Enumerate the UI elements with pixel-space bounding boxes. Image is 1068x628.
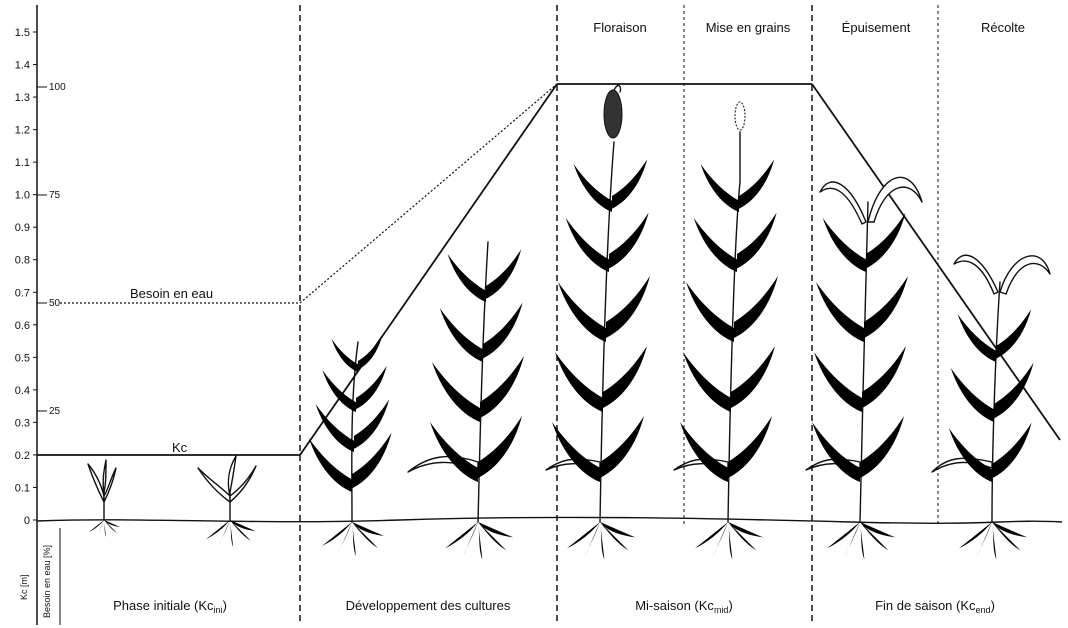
pct-tick-100: 100 xyxy=(49,82,66,93)
kc-tick-label: 0.1 xyxy=(15,482,30,494)
plant-seedling-2 xyxy=(198,456,256,547)
kc-tick-label: 0.6 xyxy=(15,320,30,332)
pct-tick-75: 75 xyxy=(49,190,61,201)
stage-label-mise-en-grains: Mise en grains xyxy=(706,20,791,35)
phase-initial-sub: ini xyxy=(214,605,223,615)
kc-curve xyxy=(37,84,1060,455)
stage-label-epuisement: Épuisement xyxy=(842,20,911,35)
phase-label-development: Développement des cultures xyxy=(346,598,511,613)
kc-tick-label: 0 xyxy=(24,515,30,527)
kc-label: Kc xyxy=(172,440,188,455)
plant-young-1 xyxy=(309,336,392,556)
kc-tick-label: 1.0 xyxy=(15,190,30,202)
kc-tick-label: 0.4 xyxy=(15,385,30,397)
kc-tick-label: 0.9 xyxy=(15,222,30,234)
phase-end-close: ) xyxy=(991,598,995,613)
plant-senescence xyxy=(806,177,922,559)
phase-initial-text: Phase initiale (Kc xyxy=(113,598,214,613)
plant-flowering xyxy=(546,86,650,560)
kc-tick-label: 1.5 xyxy=(15,27,30,39)
pct-tick-50: 50 xyxy=(49,298,61,309)
phase-end-text: Fin de saison (Kc xyxy=(875,598,976,613)
plant-seedling-1 xyxy=(88,460,120,537)
pct-tick-25: 25 xyxy=(49,406,61,417)
kc-tick-label: 0.5 xyxy=(15,352,30,364)
kc-tick-label: 1.3 xyxy=(15,92,30,104)
kc-tick-label: 1.2 xyxy=(15,125,30,137)
phase-label-end: Fin de saison (Kcend) xyxy=(875,598,995,615)
stage-dividers xyxy=(684,5,938,525)
phase-mid-sub: mid xyxy=(714,605,729,615)
kc-tick-label: 1.4 xyxy=(15,60,30,72)
plant-harvest xyxy=(932,255,1050,559)
water-need-axis-title: Besoin en eau [%] xyxy=(42,545,52,618)
water-need-percent-ticks: 100 75 50 25 xyxy=(37,82,66,417)
phase-end-sub: end xyxy=(976,605,991,615)
frame xyxy=(37,5,60,625)
water-need-curve xyxy=(60,84,557,303)
phase-mid-close: ) xyxy=(728,598,732,613)
kc-axis-title: Kc [m] xyxy=(19,574,29,600)
kc-tick-label: 0.3 xyxy=(15,417,30,429)
plant-grain-filling xyxy=(674,102,778,559)
ground-line xyxy=(37,517,1062,523)
kc-axis-ticks: 1.5 1.4 1.3 1.2 1.1 1.0 0.9 0.8 0.7 0.6 0.5 0.4 0.3 0… xyxy=(15,27,37,527)
phase-dividers xyxy=(300,5,812,625)
plant-young-2 xyxy=(408,242,524,559)
phase-initial-close: ) xyxy=(223,598,227,613)
kc-tick-label: 1.1 xyxy=(15,157,30,169)
stage-label-floraison: Floraison xyxy=(593,20,646,35)
kc-tick-label: 0.7 xyxy=(15,287,30,299)
phase-label-initial: Phase initiale (Kcini) xyxy=(113,598,227,615)
kc-tick-label: 0.2 xyxy=(15,450,30,462)
phase-label-mid: Mi-saison (Kcmid) xyxy=(635,598,733,615)
phase-mid-text: Mi-saison (Kc xyxy=(635,598,714,613)
water-need-label: Besoin en eau xyxy=(130,286,213,301)
stage-label-recolte: Récolte xyxy=(981,20,1025,35)
kc-tick-label: 0.8 xyxy=(15,255,30,267)
